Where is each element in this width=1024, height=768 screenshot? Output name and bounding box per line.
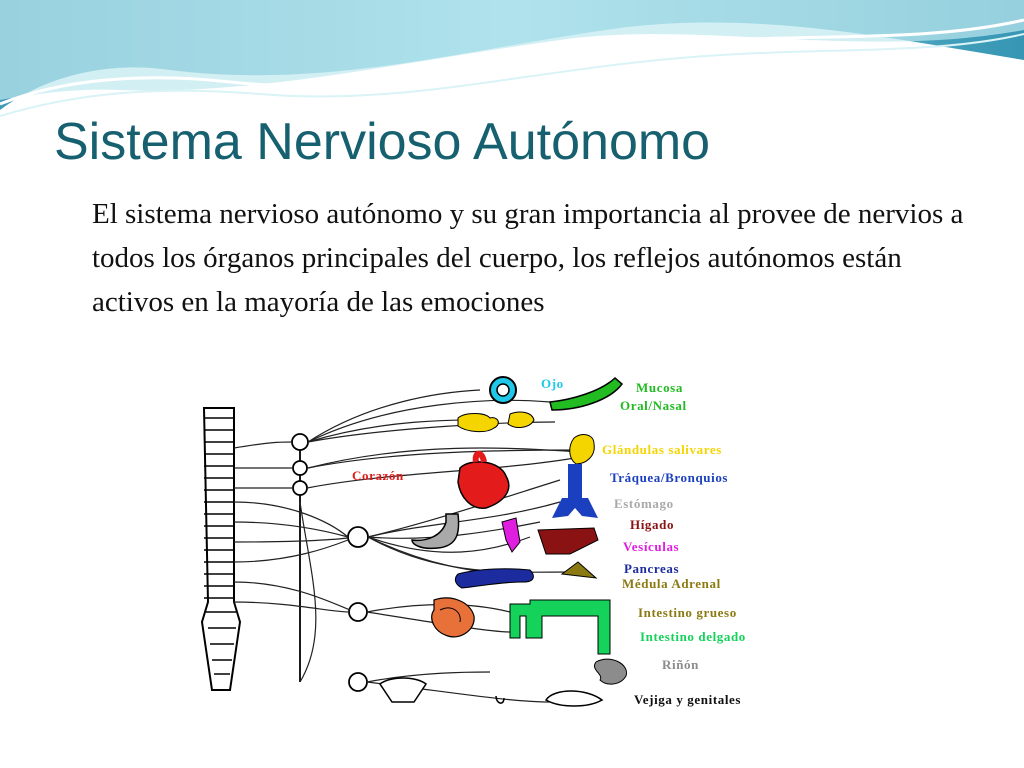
spinal-cord-illustration [200,407,242,691]
liver-icon [537,527,599,555]
small-intestine-icon [431,597,475,638]
label-oral-nasal: Oral/Nasal [620,398,687,413]
wave-header-decoration [0,0,1024,117]
label-rinon: Riñón [662,657,699,672]
stomach-icon [411,513,460,550]
adrenal-gland-icon [560,561,598,579]
label-estomago: Estómago [614,496,674,511]
label-vesiculas: Vesículas [623,539,679,554]
label-pancreas: Pancreas [624,561,679,576]
bladder-genitals-icon [378,677,604,707]
autonomic-nervous-system-diagram: Ojo Mucosa Oral/Nasal Glándulas salivare… [190,372,860,717]
salivary-gland-icon [457,411,595,465]
label-medula-adrenal: Médula Adrenal [622,576,721,591]
label-intestino-grueso: Intestino grueso [638,605,737,620]
label-vejiga-genitales: Vejiga y genitales [634,692,741,707]
slide-title: Sistema Nervioso Autónomo [54,113,711,171]
slide-body-text: El sistema nervioso autónomo y su gran i… [92,198,964,318]
label-glandulas-salivares: Glándulas salivares [602,442,722,457]
label-ojo: Ojo [541,376,564,391]
label-traquea-bronquios: Tráquea/Bronquios [610,470,728,485]
heart-icon [457,450,510,509]
label-corazon: Corazón [352,468,404,483]
label-mucosa: Mucosa [636,380,683,395]
trachea-bronchi-icon [552,464,598,518]
eye-icon [489,376,517,404]
label-higado: Hígado [630,517,674,532]
kidney-icon [594,658,627,685]
pancreas-icon [454,568,534,589]
large-intestine-icon [509,599,611,655]
gallbladder-icon [501,517,521,553]
mucosa-icon [549,376,624,411]
label-intestino-delgado: Intestino delgado [640,629,746,644]
